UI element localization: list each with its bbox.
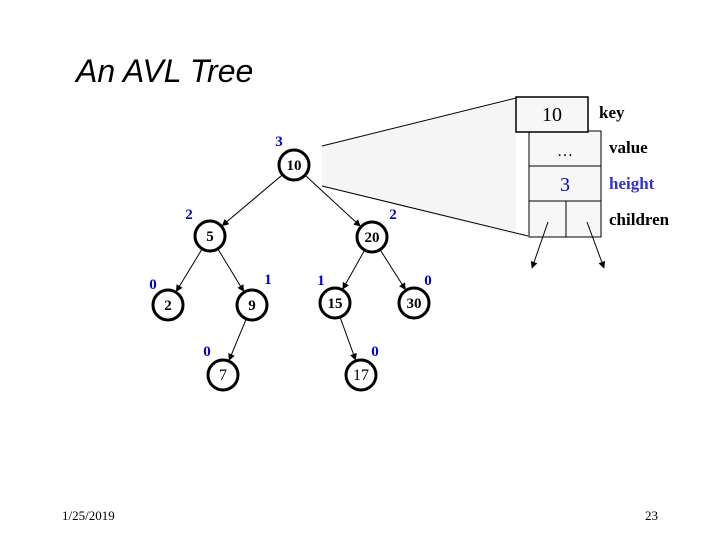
- key-cell-value: 10: [542, 104, 562, 126]
- tree-edges: [175, 174, 406, 361]
- tree-node-circle: [355, 220, 389, 254]
- tree-edge-5-2: [175, 248, 203, 292]
- tree-node-height: 3: [275, 134, 283, 150]
- node-box-body: [528, 130, 602, 238]
- node-detail-box: 10 … 3 key value height children: [515, 96, 670, 269]
- value-cell-value: …: [557, 143, 573, 160]
- tree-node-key: 30: [407, 296, 422, 312]
- right-child-pointer: [586, 221, 606, 269]
- tree-node-height: 1: [264, 272, 272, 288]
- left-child-pointer: [530, 221, 549, 269]
- tree-node-2: 20: [149, 277, 185, 322]
- tree-node-circle: [193, 219, 227, 253]
- tree-node-circle: [277, 148, 311, 182]
- tree-edge-10-20: [304, 174, 361, 227]
- tree-node-key: 17: [353, 367, 369, 384]
- tree-node-key: 9: [248, 298, 256, 314]
- tree-node-height: 0: [371, 344, 379, 360]
- tree-node-20: 20 2: [355, 207, 397, 254]
- height-cell-value: 3: [560, 174, 570, 196]
- tree-edge-20-30: [379, 249, 406, 291]
- tree-edge-20-15: [342, 249, 366, 290]
- tree-node-30: 300: [397, 273, 432, 320]
- tree-edge-5-9: [217, 248, 245, 292]
- tree-node-height: 2: [185, 207, 193, 223]
- tree-edge-9-7: [228, 318, 247, 361]
- tree-node-key: 20: [365, 230, 380, 246]
- tree-node-17: 170: [344, 344, 379, 392]
- tree-node-height: 0: [424, 273, 432, 289]
- slide-title: An AVL Tree: [74, 53, 253, 89]
- tree-node-key: 7: [219, 367, 227, 384]
- tree-node-circle: [235, 288, 269, 322]
- tree-node-circle: [318, 286, 352, 320]
- tree-node-height: 1: [317, 273, 325, 289]
- tree-node-height: 0: [149, 277, 157, 293]
- tree-node-circle: [344, 358, 378, 392]
- tree-node-key: 2: [164, 298, 172, 314]
- tree-node-key: 15: [328, 296, 343, 312]
- tree-node-7: 70: [203, 344, 240, 392]
- tree-node-circle: [397, 286, 431, 320]
- tree-node-height: 2: [389, 207, 397, 223]
- tree-node-9: 91: [235, 272, 272, 322]
- footer-page-number: 23: [645, 508, 658, 523]
- zoom-line-top: [321, 97, 517, 147]
- tree-node-10: 103: [275, 134, 311, 182]
- zoom-wedge: [322, 98, 516, 236]
- tree-node-key: 5: [206, 229, 214, 245]
- footer-date: 1/25/2019: [62, 508, 115, 523]
- tree-node-15: 151: [317, 273, 352, 320]
- zoom-line-bottom: [321, 185, 529, 237]
- tree-node-circle: [151, 288, 185, 322]
- key-cell: [515, 96, 589, 133]
- key-label: key: [599, 103, 625, 122]
- tree-node-key: 10: [287, 158, 302, 174]
- tree-node-5: 52: [185, 207, 227, 253]
- value-label: value: [609, 138, 648, 157]
- tree-node-circle: [206, 358, 240, 392]
- tree-edge-10-5: [221, 174, 283, 227]
- tree-edge-15-17: [339, 316, 357, 361]
- children-label: children: [609, 210, 670, 229]
- height-label: height: [609, 174, 655, 193]
- tree-node-height: 0: [203, 344, 211, 360]
